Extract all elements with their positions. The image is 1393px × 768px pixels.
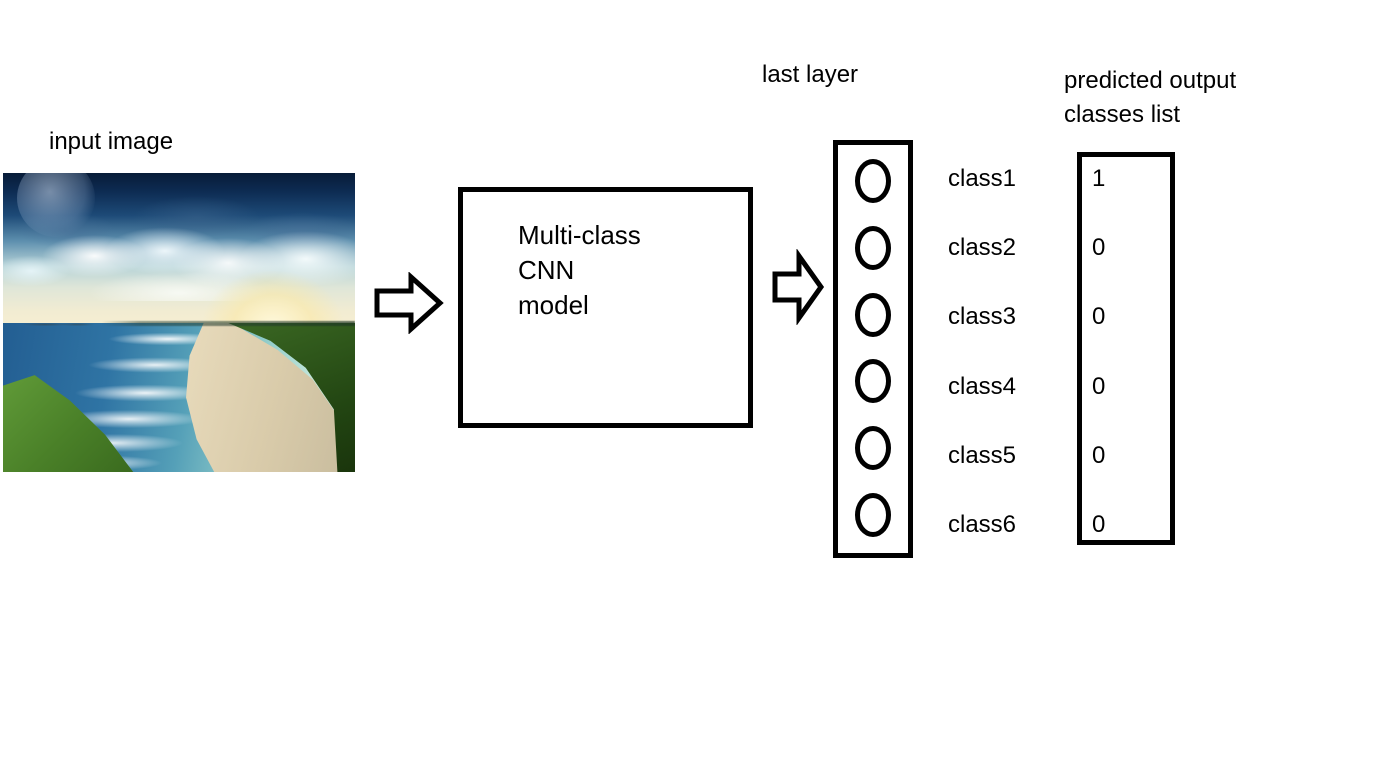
last-layer-box (833, 140, 913, 558)
last-layer-label: last layer (762, 61, 859, 88)
class-label: class5 (948, 441, 1017, 469)
class-label: class2 (948, 234, 1017, 262)
photo-lower-half (3, 321, 355, 472)
output-value: 0 (1092, 303, 1106, 331)
right-arrow-icon (772, 249, 825, 325)
right-arrow-icon (374, 272, 444, 334)
predicted-output-label: predicted output classes list (1064, 64, 1236, 132)
class-label: class1 (948, 165, 1017, 192)
photo-horizon-land (101, 321, 355, 326)
neuron-circle (855, 159, 891, 203)
cnn-model-label-line2: CNN (518, 255, 575, 285)
input-image-label: input image (49, 128, 174, 155)
neuron-circle (855, 359, 891, 404)
cnn-model-box: Multi-class CNN model (458, 187, 753, 428)
input-photo (3, 173, 355, 472)
class-label: class6 (948, 510, 1017, 538)
photo-distant-islands (24, 323, 95, 326)
cnn-model-label-line1: Multi-class (518, 220, 641, 250)
cnn-model-label: Multi-class CNN model (463, 192, 748, 323)
class-label: class3 (948, 303, 1017, 331)
neuron-circle (855, 426, 891, 471)
neuron-circle (855, 492, 891, 537)
class-labels-column: class1 class2 class3 class4 class5 class6 (948, 165, 1058, 539)
output-value: 0 (1092, 372, 1106, 400)
neuron-circle (855, 225, 891, 270)
output-value: 1 (1092, 165, 1106, 192)
neuron-circle (855, 292, 891, 337)
output-value: 0 (1092, 234, 1106, 262)
output-values-column: 1 0 0 0 0 0 (1092, 165, 1142, 539)
predicted-output-box (1077, 152, 1175, 545)
predicted-output-label-line2: classes list (1064, 101, 1181, 128)
output-value: 0 (1092, 441, 1106, 469)
output-value: 0 (1092, 510, 1106, 538)
class-label: class4 (948, 372, 1017, 400)
cnn-model-label-line3: model (518, 290, 589, 320)
predicted-output-label-line1: predicted output (1064, 67, 1237, 94)
